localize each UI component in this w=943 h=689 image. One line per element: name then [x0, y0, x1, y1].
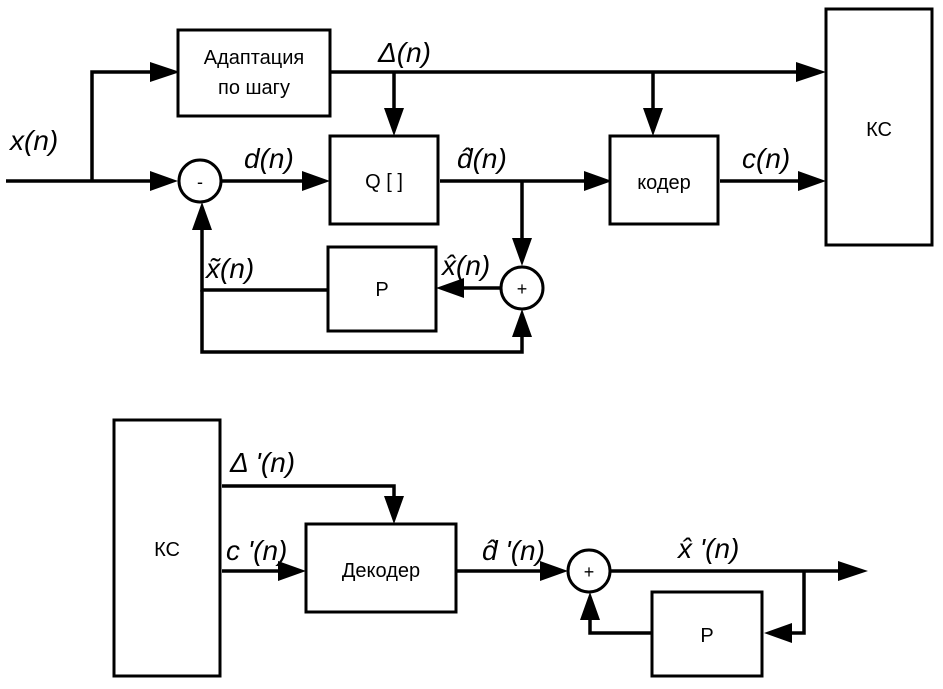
adaptation-label-line2: по шагу — [218, 77, 290, 99]
signal-code-rx-label: c '(n) — [226, 535, 287, 566]
predictor-rx-label: P — [700, 625, 713, 647]
subtractor-sign: - — [197, 172, 203, 192]
decoder-arrowheads — [278, 496, 868, 643]
encoder-label: кодер — [637, 172, 691, 194]
adder-tx-sign: + — [517, 279, 528, 299]
predictor-tx-label: P — [375, 279, 388, 301]
signal-prediction-label: x̃(n) — [204, 253, 254, 284]
signal-quantized-error-label: d̂(n) — [457, 143, 507, 174]
quantizer-label: Q [ ] — [365, 171, 403, 193]
adder-tx-junction — [499, 265, 545, 311]
signal-step-rx-label: Δ '(n) — [229, 447, 295, 478]
signal-quantized-error-rx-label: d̂ '(n) — [482, 535, 545, 566]
signal-output-label: x̂ '(n) — [676, 533, 739, 564]
adder-rx-sign: + — [584, 562, 595, 582]
quantizer-block — [328, 134, 440, 226]
channel-rx-label: КС — [154, 539, 180, 561]
adaptation-label-line1: Адаптация — [204, 47, 304, 69]
predictor-rx-block — [650, 590, 764, 678]
signal-step-label: Δ(n) — [377, 37, 431, 68]
predictor-tx-block — [326, 245, 438, 333]
adaptation-block — [176, 28, 332, 118]
channel-tx-block — [824, 7, 934, 247]
subtractor-junction — [177, 158, 223, 204]
signal-error-label: d(n) — [244, 143, 294, 174]
signal-reconstructed-label: x̂(n) — [440, 250, 490, 281]
encoder-wires — [6, 70, 806, 354]
channel-rx-block — [112, 418, 222, 678]
channel-tx-label: КС — [866, 119, 892, 141]
signal-input-label: x(n) — [8, 125, 58, 156]
adder-rx-junction — [566, 548, 612, 594]
encoder-arrowheads — [150, 62, 826, 337]
signal-code-label: c(n) — [742, 143, 790, 174]
decoder-label: Декодер — [342, 560, 420, 582]
encoder-block — [608, 134, 720, 226]
decoder-block — [304, 522, 458, 614]
